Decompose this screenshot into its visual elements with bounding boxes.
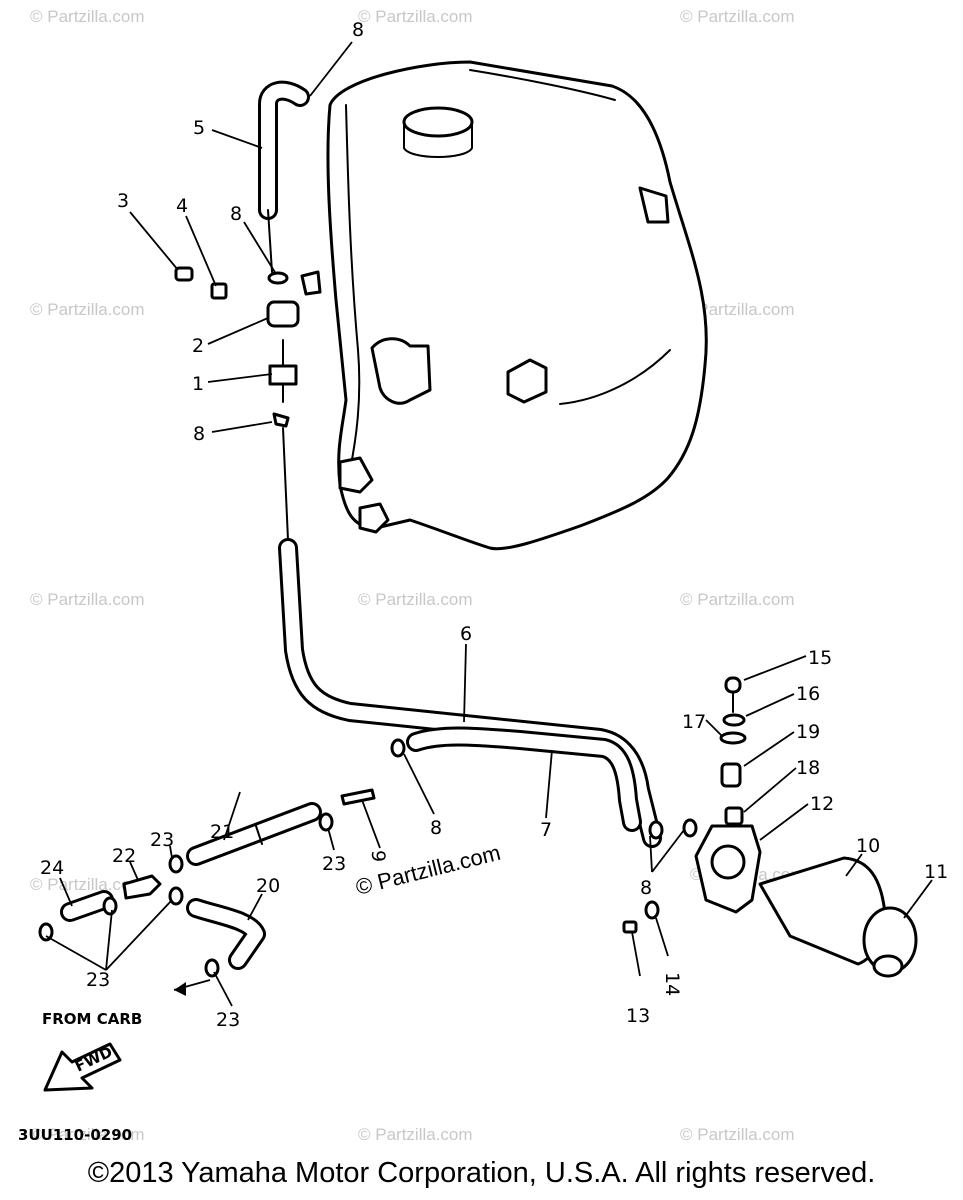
- watermark: © Partzilla.com: [358, 1125, 473, 1144]
- callout-10: 10: [856, 835, 880, 857]
- watermark: © Partzilla.com: [358, 590, 473, 609]
- callout-8: 8: [230, 203, 242, 225]
- callout-8: 8: [352, 19, 364, 41]
- watermark: © Partzilla.com: [680, 7, 795, 26]
- callout-12: 12: [810, 793, 834, 815]
- callout-18: 18: [796, 757, 820, 779]
- fwd-arrow: FWD: [43, 1042, 122, 1092]
- watermark: © Partzilla.com: [680, 300, 795, 319]
- leader-lines: [45, 41, 933, 1007]
- callout-15: 15: [808, 647, 832, 669]
- watermark: © Partzilla.com: [30, 7, 145, 26]
- watermark: © Partzilla.com: [358, 7, 473, 26]
- callout-2: 2: [192, 335, 204, 357]
- callout-9: 9: [367, 850, 389, 862]
- callout-8: 8: [193, 423, 205, 445]
- watermark: © Partzilla.com: [30, 1125, 145, 1144]
- watermark: © Partzilla.com: [30, 300, 145, 319]
- callout-16: 16: [796, 683, 820, 705]
- callout-4: 4: [176, 195, 188, 217]
- watermark: © Partzilla.com: [680, 590, 795, 609]
- watermark: © Partzilla.com: [680, 1125, 795, 1144]
- callout-3: 3: [117, 190, 129, 212]
- callout-8: 8: [430, 817, 442, 839]
- callout-24: 24: [40, 857, 64, 879]
- fuel-pump: [622, 676, 918, 978]
- callout-23: 23: [322, 853, 346, 875]
- callout-17: 17: [682, 711, 706, 733]
- watermark: © Partzilla.com: [30, 875, 145, 894]
- fuel-tank: [326, 60, 708, 551]
- copyright-notice: ©2013 Yamaha Motor Corporation, U.S.A. A…: [87, 1157, 876, 1189]
- callout-21: 21: [210, 821, 234, 843]
- callout-13: 13: [626, 1005, 650, 1027]
- watermark-main: © Partzilla.com: [353, 840, 503, 900]
- callout-6: 6: [460, 623, 472, 645]
- callout-1: 1: [192, 373, 204, 395]
- diagram-code: 3UU110-0290: [18, 1126, 132, 1144]
- callout-14: 14: [661, 972, 683, 996]
- callout-23: 23: [216, 1009, 240, 1031]
- lower-hoses: [186, 738, 406, 866]
- callout-5: 5: [193, 117, 205, 139]
- callout-7: 7: [540, 819, 552, 841]
- callout-22: 22: [112, 845, 136, 867]
- callouts: 8 5 3 4 8 2 1 8 6 7 8 9 23 21 23 22 24 2…: [40, 19, 948, 1031]
- vent-hose: [258, 80, 310, 273]
- callout-23: 23: [150, 829, 174, 851]
- from-carb-arrow: [173, 979, 211, 996]
- callout-19: 19: [796, 721, 820, 743]
- callout-23: 23: [86, 969, 110, 991]
- fuel-cock-assembly: [174, 266, 322, 428]
- callout-8: 8: [640, 877, 652, 899]
- watermark: © Partzilla.com: [30, 590, 145, 609]
- from-carb-label: FROM CARB: [42, 1010, 142, 1028]
- carb-hoses: [38, 854, 266, 978]
- callout-20: 20: [256, 875, 280, 897]
- fuel-hoses: [278, 427, 662, 848]
- callout-11: 11: [924, 861, 948, 883]
